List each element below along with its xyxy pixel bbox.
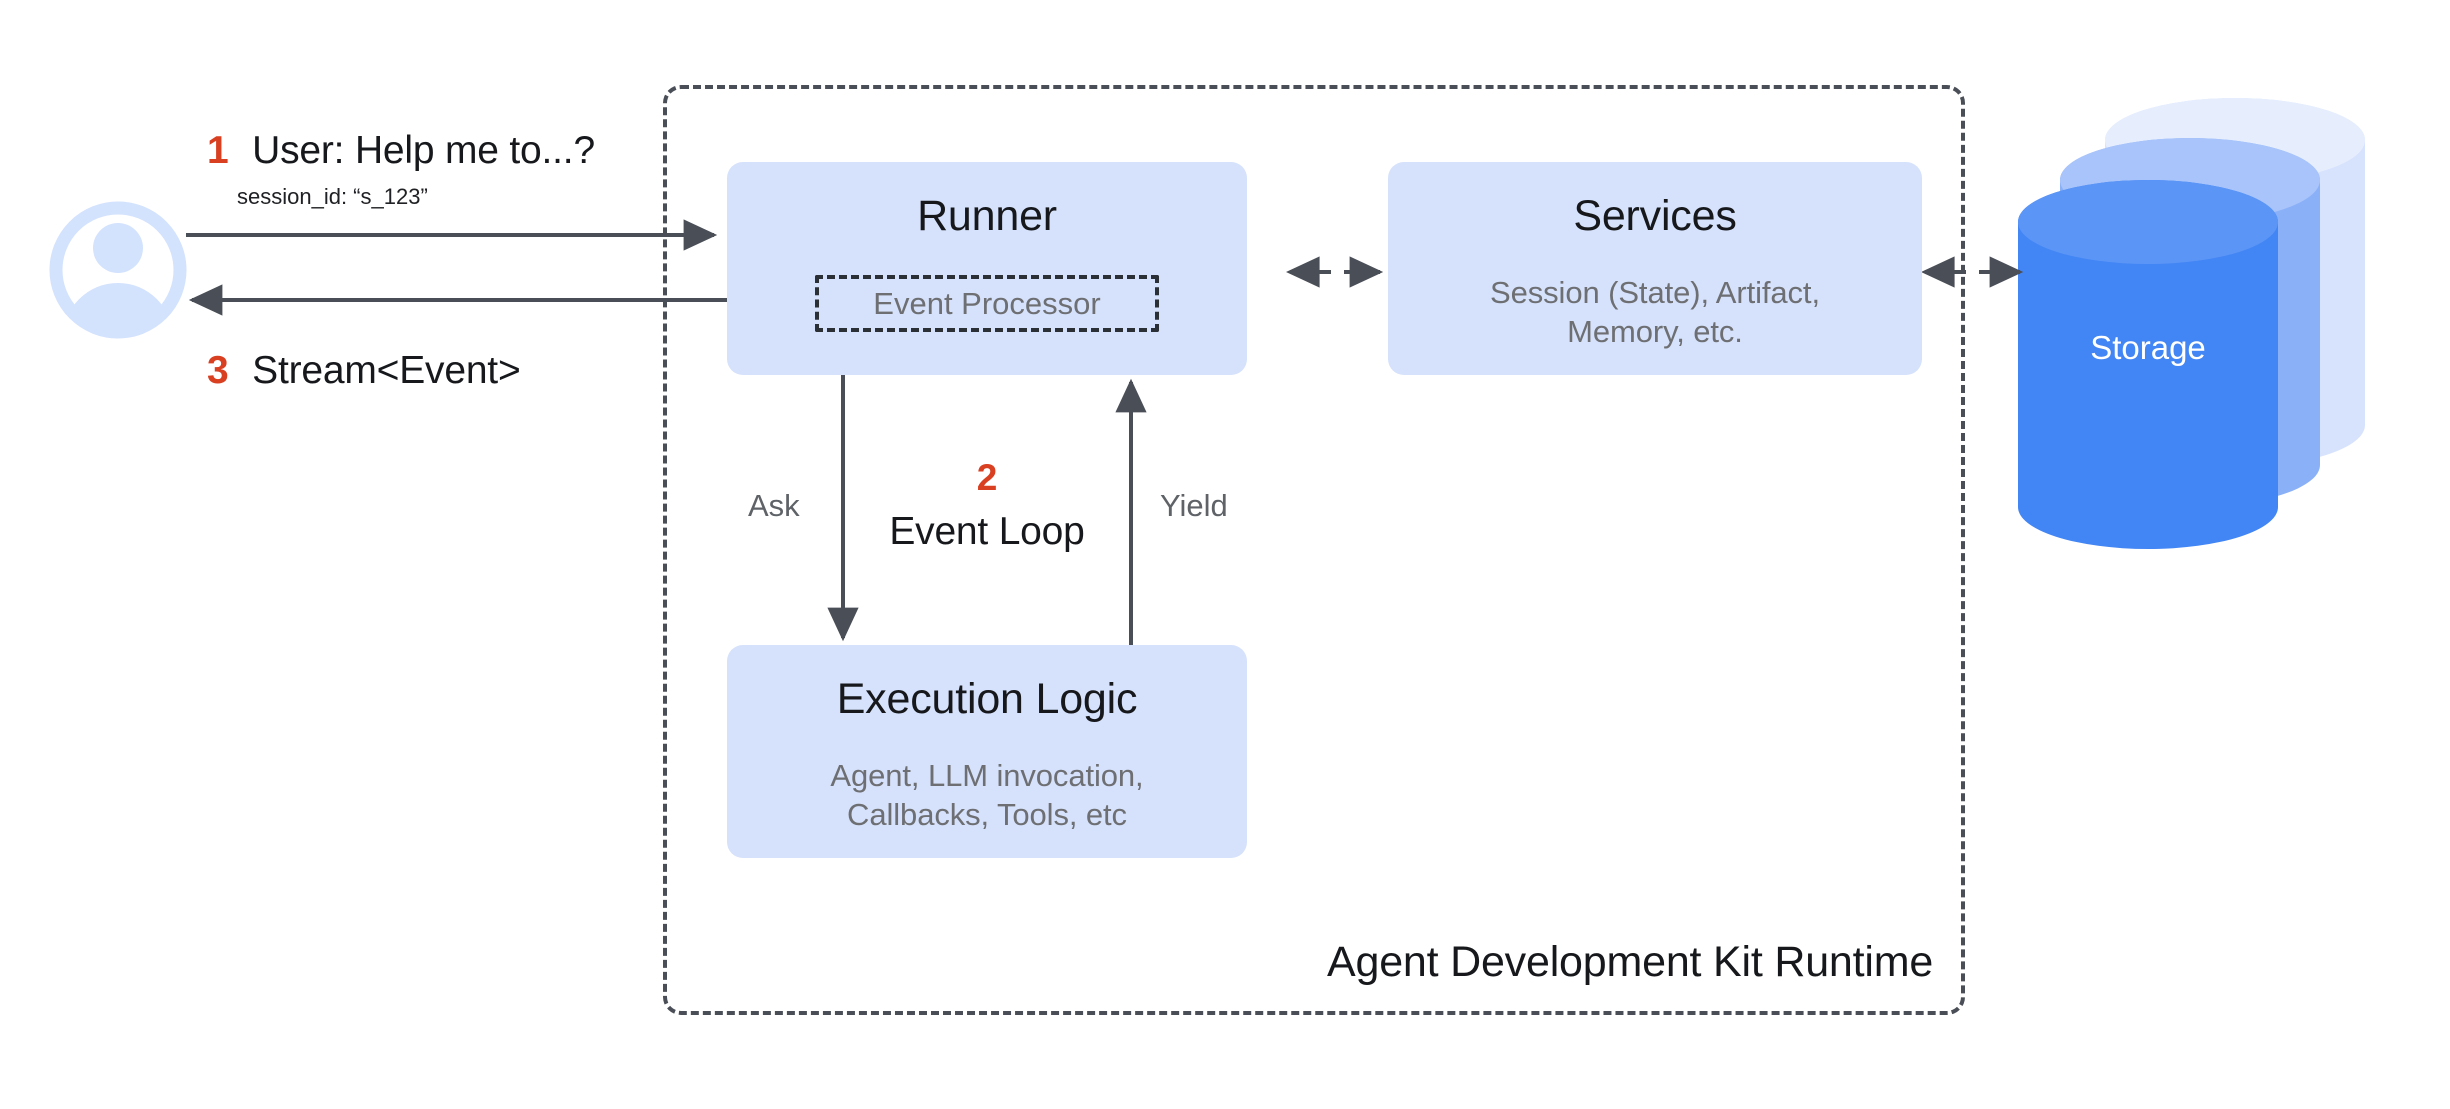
event-loop-label: Event Loop	[889, 510, 1085, 553]
services-node[interactable]: Services Session (State), Artifact, Memo…	[1388, 162, 1922, 375]
user-avatar-icon	[49, 201, 187, 339]
flow-1-sublabel: session_id: “s_123”	[237, 184, 428, 209]
adk-runtime-label: Agent Development Kit Runtime	[1327, 938, 1934, 986]
flow-3-text: Stream<Event>	[252, 349, 521, 392]
event-loop-number: 2	[976, 457, 998, 498]
runner-node[interactable]: Runner Event Processor	[727, 162, 1247, 375]
storage-cylinder-front	[2018, 180, 2278, 549]
flow-3-number: 3	[207, 349, 229, 392]
services-title: Services	[1573, 192, 1737, 240]
yield-label: Yield	[1160, 488, 1228, 523]
storage-label: Storage	[2090, 329, 2206, 366]
runner-title: Runner	[917, 192, 1057, 240]
flow-1-text: User: Help me to...?	[252, 129, 595, 172]
services-subtitle-line-1: Session (State), Artifact,	[1490, 275, 1820, 310]
flow-1-label: 1 User: Help me to...?	[207, 127, 595, 175]
adk-runtime-container	[663, 85, 1965, 1015]
flow-3-label: 3 Stream<Event>	[207, 347, 521, 395]
event-processor-chip[interactable]: Event Processor	[815, 275, 1159, 332]
event-processor-label: Event Processor	[873, 285, 1101, 321]
execution-logic-subtitle-line-2: Callbacks, Tools, etc	[847, 797, 1127, 832]
execution-logic-title: Execution Logic	[836, 675, 1138, 723]
services-subtitle-line-2: Memory, etc.	[1567, 314, 1743, 349]
execution-logic-node[interactable]: Execution Logic Agent, LLM invocation, C…	[727, 645, 1247, 858]
execution-logic-subtitle-line-1: Agent, LLM invocation,	[830, 758, 1144, 793]
flow-1-number: 1	[207, 129, 229, 172]
ask-label: Ask	[748, 488, 800, 523]
